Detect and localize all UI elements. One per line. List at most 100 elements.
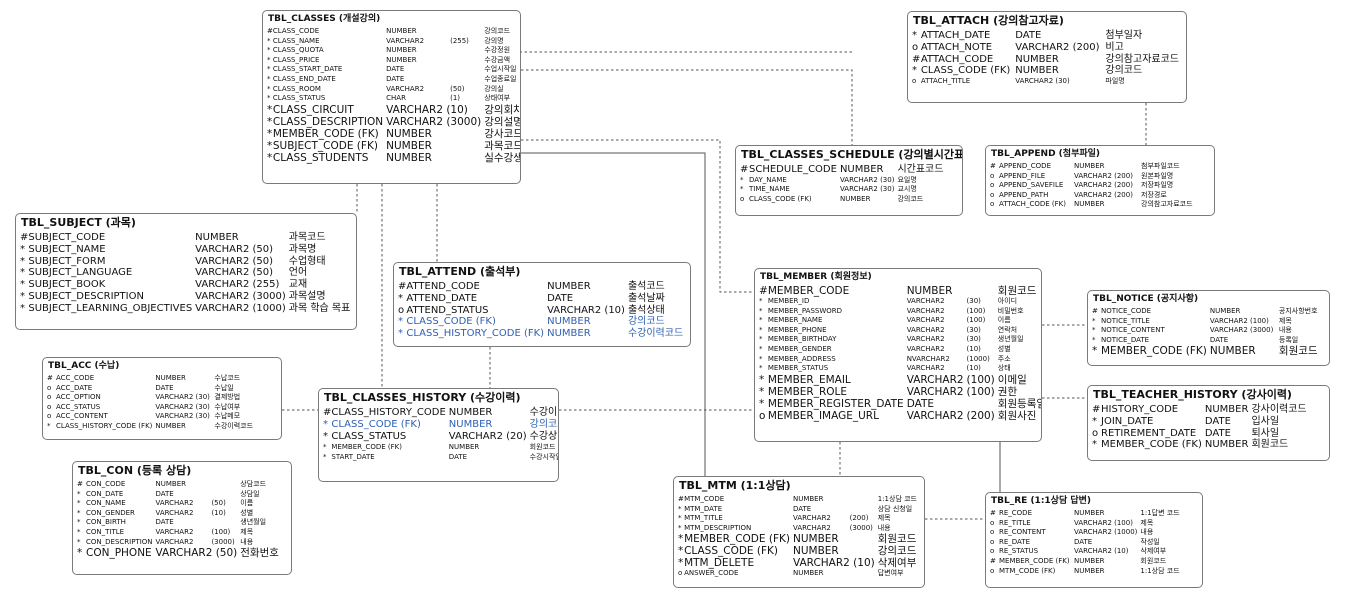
table-title: TBL_ATTEND (출석부) [399, 265, 521, 278]
table-classes-schedule[interactable]: TBL_CLASSES_SCHEDULE (강의별시간표) #SCHEDULE_… [735, 145, 963, 216]
table-title: TBL_RE (1:1상담 답변) [991, 496, 1092, 506]
table-title: TBL_MEMBER (회원정보) [760, 272, 872, 282]
table-title: TBL_ATTACH (강의참고자료) [913, 14, 1064, 27]
table-title: TBL_CLASSES_SCHEDULE (강의별시간표) [741, 148, 963, 161]
table-title: TBL_ACC (수납) [48, 361, 120, 371]
table-title: TBL_TEACHER_HISTORY (강사이력) [1093, 388, 1292, 401]
link-schedule-classes [521, 69, 853, 145]
table-classes-history[interactable]: TBL_CLASSES_HISTORY (수강이력) #CLASS_HISTOR… [318, 388, 559, 482]
table-title: TBL_CLASSES_HISTORY (수강이력) [324, 391, 521, 404]
table-teacher-history[interactable]: TBL_TEACHER_HISTORY (강사이력) #HISTORY_CODE… [1087, 385, 1330, 461]
table-title: TBL_APPEND (첨부파일) [991, 149, 1101, 159]
table-title: TBL_CLASSES (개설강의) [268, 14, 381, 24]
table-title: TBL_CON (등록 상담) [78, 464, 192, 477]
